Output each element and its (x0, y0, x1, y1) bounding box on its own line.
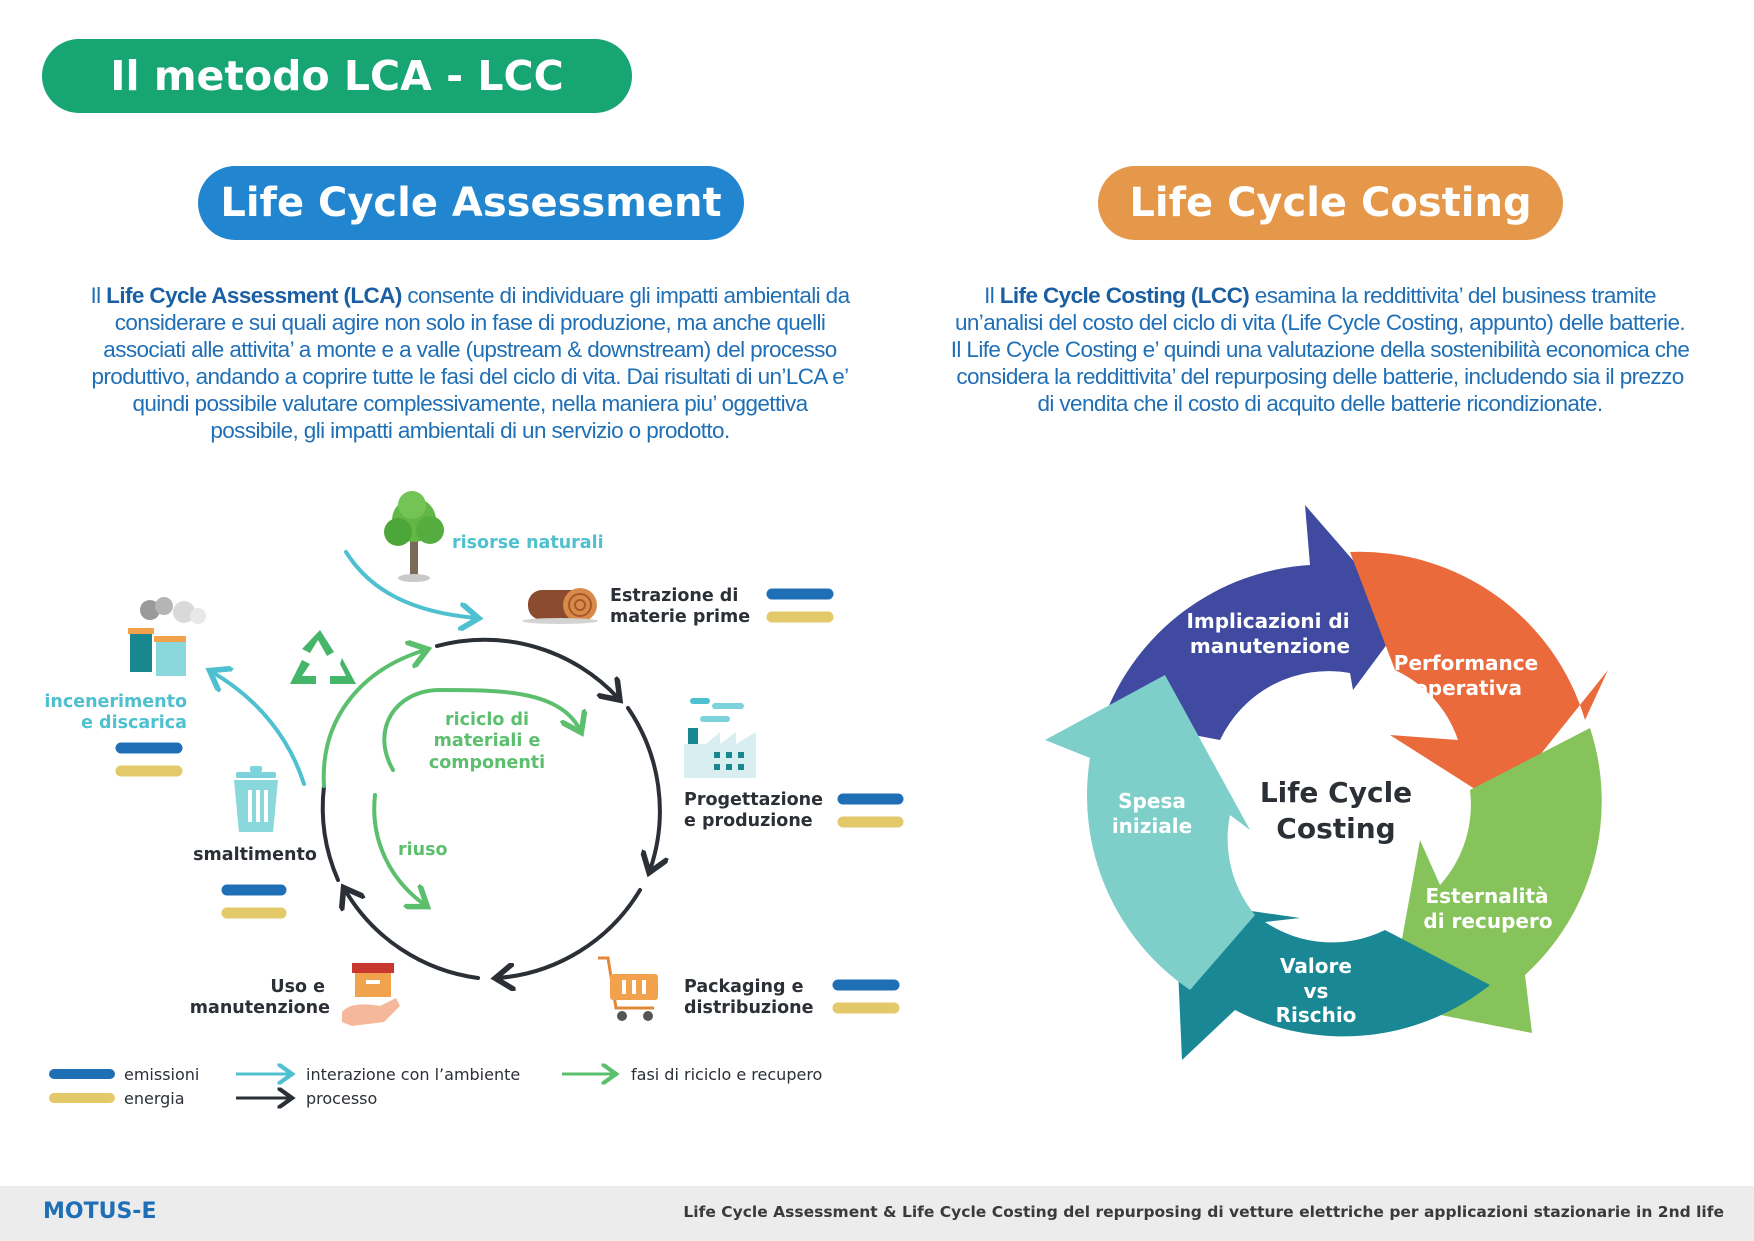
label-riciclo-2: materiali e (434, 731, 541, 751)
footer-caption: Life Cycle Assessment & Life Cycle Costi… (683, 1203, 1724, 1221)
lca-description: Il Life Cycle Assessment (LCA) consente … (90, 283, 850, 443)
label-implicazioni-1: Implicazioni di (1186, 609, 1349, 633)
smokestack-icon (128, 597, 206, 676)
cart-icon (598, 956, 658, 1021)
segment-esternalita (1390, 728, 1602, 1033)
segment-performance (1350, 551, 1608, 805)
label-estrazione-1: Estrazione di (610, 586, 738, 606)
label-esternalita-1: Esternalità (1425, 884, 1548, 908)
log-icon (522, 588, 598, 624)
label-riciclo-1: riciclo di (445, 710, 529, 730)
recycle-outer-arrow (321, 650, 425, 788)
lca-title: Life Cycle Assessment (198, 166, 744, 240)
label-implicazioni-2: manutenzione (1190, 634, 1350, 658)
label-packaging-2: distribuzione (684, 998, 814, 1018)
environment-arrows (212, 550, 476, 786)
label-progettazione-1: Progettazione (684, 790, 823, 810)
label-valore-3: Rischio (1276, 1003, 1357, 1027)
label-progettazione-2: e produzione (684, 811, 813, 831)
riuso-arrow (372, 793, 425, 905)
label-valore-2: vs (1304, 979, 1329, 1003)
env-arrow-resources (344, 550, 476, 618)
legend-processo: processo (306, 1089, 377, 1108)
label-uso-2: manutenzione (190, 998, 330, 1018)
tree-icon (384, 491, 444, 582)
label-spesa-1: Spesa (1118, 789, 1186, 813)
segment-spesa (1045, 675, 1255, 990)
label-incenerimento-2: e discarica (81, 713, 187, 733)
process-arrow-4 (345, 890, 480, 980)
legend-emissioni: emissioni (124, 1065, 199, 1084)
lcc-cycle: Implicazioni di manutenzione Performance… (1045, 505, 1608, 1060)
process-arc-5 (320, 784, 340, 882)
label-estrazione-2: materie prime (610, 607, 750, 627)
label-incenerimento-1: incenerimento (44, 692, 187, 712)
lcc-center-1: Life Cycle (1260, 776, 1412, 809)
label-performance-1: Performance (1394, 651, 1538, 675)
label-riuso: riuso (398, 840, 448, 860)
env-arrow-incineration (212, 672, 306, 786)
process-arrow-1 (435, 637, 618, 698)
lca-legend: emissioni energia interazione con l’ambi… (49, 1065, 822, 1108)
diagrams-canvas: risorse naturali Estrazione di materie p… (44, 491, 1608, 1186)
box-hand-icon (342, 963, 400, 1026)
legend-interazione: interazione con l’ambiente (306, 1065, 520, 1084)
label-valore-1: Valore (1280, 954, 1352, 978)
process-arrow-3 (498, 888, 642, 978)
label-uso-1: Uso e (270, 977, 325, 997)
label-smaltimento: smaltimento (193, 845, 317, 865)
legend-fasi: fasi di riciclo e recupero (631, 1065, 822, 1084)
legend-energia: energia (124, 1089, 185, 1108)
impact-bars (115, 588, 904, 1014)
motus-e-logo: MOTUS-E (43, 1199, 157, 1224)
label-riciclo-3: componenti (429, 753, 545, 773)
label-performance-2: operativa (1414, 676, 1522, 700)
process-arrow-2 (626, 706, 660, 870)
recycle-icon (290, 630, 356, 684)
label-risorse: risorse naturali (452, 533, 604, 553)
lcc-center-2: Costing (1276, 812, 1395, 845)
lcc-title: Life Cycle Costing (1098, 166, 1563, 240)
recycle-arrows (321, 650, 580, 905)
label-esternalita-2: di recupero (1423, 909, 1552, 933)
label-spesa-2: iniziale (1112, 814, 1192, 838)
factory-icon (684, 698, 756, 778)
lcc-description: Il Life Cycle Costing (LCC) esamina la r… (950, 283, 1690, 416)
trash-icon (234, 766, 278, 832)
label-packaging-1: Packaging e (684, 977, 804, 997)
segment-valore (1175, 900, 1490, 1060)
recycle-inner-arrow (382, 687, 580, 772)
footer-bar (0, 1186, 1754, 1241)
process-cycle (320, 637, 660, 980)
main-title: Il metodo LCA - LCC (42, 39, 632, 113)
segment-implicazioni (1104, 505, 1405, 740)
